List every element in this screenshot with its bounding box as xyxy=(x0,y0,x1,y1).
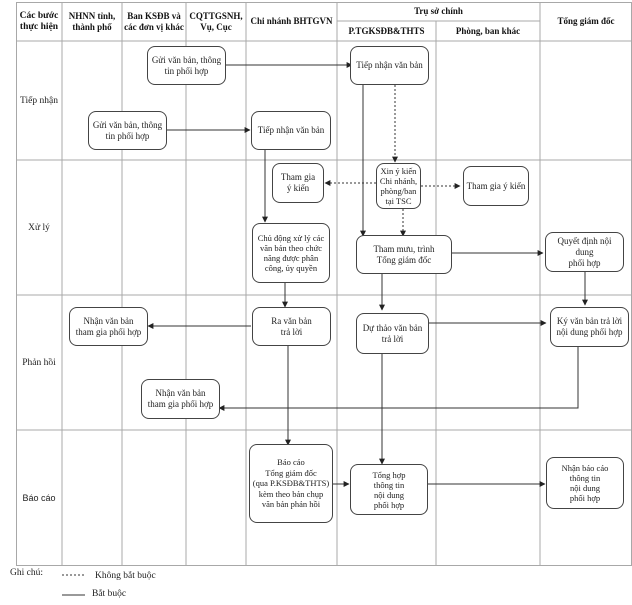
header-tong-giam-doc: Tổng giám đốc xyxy=(557,16,615,26)
node-du-thao[interactable]: Dự thảo văn bản trả lời xyxy=(356,313,429,354)
node-xin-y-kien[interactable]: Xin ý kiến Chi nhánh, phòng/ban tại TSC xyxy=(376,163,421,209)
node-tiep-nhan-chi-nhanh[interactable]: Tiếp nhận văn bản xyxy=(251,111,331,150)
legend-optional-label: Không bắt buộc xyxy=(95,571,156,581)
node-tong-hop[interactable]: Tổng hợp thông tin nội dung phối hợp xyxy=(350,464,428,515)
node-gui-van-ban-nhnn[interactable]: Gửi văn bản, thông tin phối hợp xyxy=(88,111,167,150)
row-label-xu-ly: Xử lý xyxy=(28,222,50,233)
node-nhan-vb-ban[interactable]: Nhận văn bản tham gia phối hợp xyxy=(141,379,220,419)
header-steps: Các bước thực hiện xyxy=(19,10,59,32)
row-label-bao-cao: Báo cáo xyxy=(22,492,56,503)
node-gui-van-ban-cqtt[interactable]: Gửi văn bản, thông tin phối hợp xyxy=(147,46,226,85)
node-tiep-nhan-tsc[interactable]: Tiếp nhận văn bản xyxy=(350,46,429,85)
node-tham-muu[interactable]: Tham mưu, trình Tổng giám đốc xyxy=(356,235,452,274)
row-label-tiep-nhan: Tiếp nhận xyxy=(20,95,58,106)
legend-title: Ghi chú: xyxy=(10,568,43,578)
node-ky-van-ban[interactable]: Ký văn bản trả lời nội dung phối hợp xyxy=(550,307,629,347)
header-chi-nhanh: Chi nhánh BHTGVN xyxy=(250,16,333,26)
node-nhan-vb-nhnn[interactable]: Nhận văn bản tham gia phối hợp xyxy=(69,307,148,346)
header-p-tgksdb: P.TGKSĐB&THTS xyxy=(348,25,425,36)
row-label-phan-hoi: Phản hồi xyxy=(22,357,56,368)
header-ban-ksdb: Ban KSĐB và các đơn vị khác xyxy=(124,10,184,32)
node-chu-dong-xu-ly[interactable]: Chủ động xử lý các văn bản theo chức năn… xyxy=(252,223,330,283)
node-quyet-dinh[interactable]: Quyết định nội dung phối hợp xyxy=(545,232,624,272)
header-tru-so-chinh: Trụ sở chính xyxy=(414,6,463,16)
legend-required-label: Bắt buộc xyxy=(92,589,127,599)
edge-kyvb-to-nhanvb-ban xyxy=(218,346,579,411)
node-tham-gia-y-kien-cn[interactable]: Tham gia ý kiến xyxy=(272,163,324,203)
header-phong-ban-khac: Phòng, ban khác xyxy=(455,25,521,36)
node-ra-van-ban[interactable]: Ra văn bản trả lời xyxy=(252,307,331,346)
node-bao-cao-cn[interactable]: Báo cáo Tổng giám đốc (qua P.KSĐB&THTS) … xyxy=(249,444,333,523)
grid-lines xyxy=(16,2,632,566)
node-tham-gia-y-kien-pb[interactable]: Tham gia ý kiến xyxy=(463,166,529,206)
node-nhan-bao-cao[interactable]: Nhận báo cáo thông tin nội dung phối hợp xyxy=(546,457,624,509)
header-nhnn: NHNN tỉnh, thành phố xyxy=(68,10,116,32)
header-cqttgsnh: CQTTGSNH, Vụ, Cục xyxy=(189,10,243,32)
